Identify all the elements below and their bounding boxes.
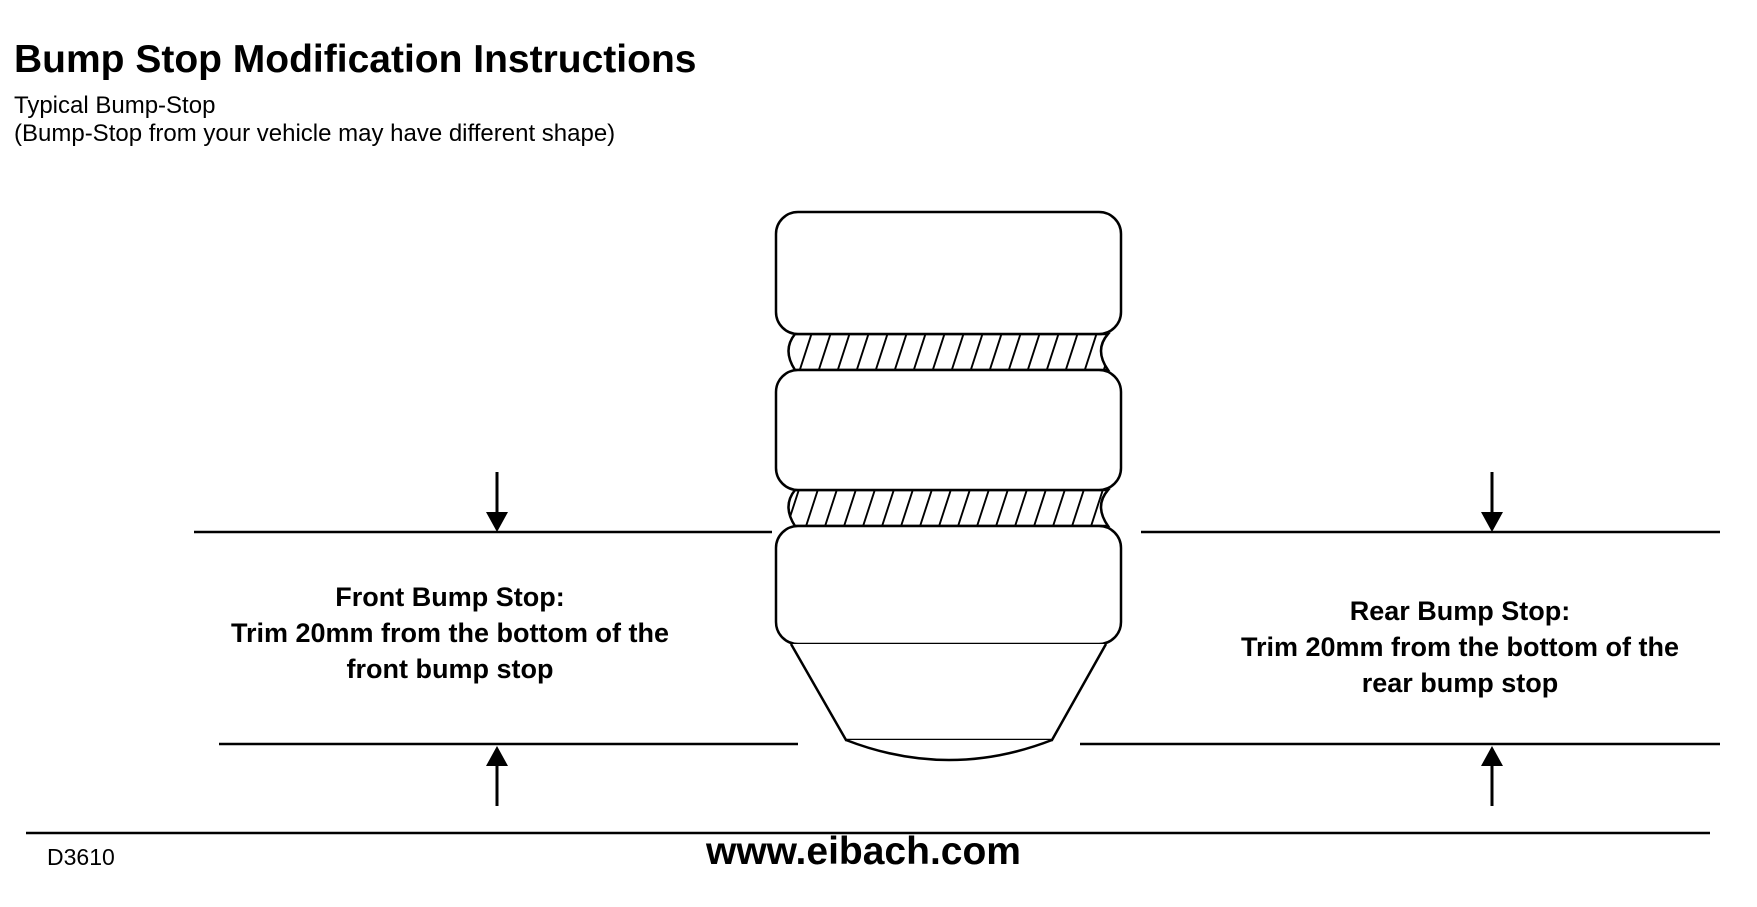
tapered-tip: [789, 643, 1108, 742]
subtitle-line-2: (Bump-Stop from your vehicle may have di…: [14, 120, 616, 148]
front-instruction: Front Bump Stop: Trim 20mm from the bott…: [190, 579, 710, 687]
trim-guides: [26, 530, 1720, 835]
segment-top: [774, 210, 1123, 336]
document-code: D3610: [47, 844, 115, 870]
segment-middle: [774, 368, 1123, 492]
front-arrow-down-icon: [486, 472, 508, 532]
rear-instruction: Rear Bump Stop: Trim 20mm from the botto…: [1200, 593, 1720, 701]
front-arrow-up-icon: [486, 746, 508, 806]
rear-instruction-line-2: Trim 20mm from the bottom of the: [1240, 632, 1680, 662]
waist-band-lower: [787, 488, 1111, 528]
subtitle-line-1: Typical Bump-Stop: [14, 92, 216, 119]
tip-rounded-end: [845, 738, 1053, 762]
front-instruction-line-3: front bump stop: [346, 654, 554, 684]
front-instruction-heading: Front Bump Stop:: [335, 582, 565, 612]
subtitle: Typical Bump-Stop (Bump-Stop from your v…: [14, 92, 615, 148]
segment-bottom: [774, 524, 1123, 646]
rear-arrow-up-icon: [1481, 746, 1503, 806]
rear-arrow-down-icon: [1481, 472, 1503, 532]
rear-instruction-line-3: rear bump stop: [1361, 668, 1559, 698]
bump-stop-illustration: [774, 210, 1123, 762]
waist-band-upper: [787, 332, 1111, 372]
rear-instruction-heading: Rear Bump Stop:: [1349, 596, 1571, 626]
front-instruction-line-2: Trim 20mm from the bottom of the: [230, 618, 670, 648]
website-url: www.eibach.com: [706, 830, 1021, 873]
page-title: Bump Stop Modification Instructions: [14, 38, 697, 81]
